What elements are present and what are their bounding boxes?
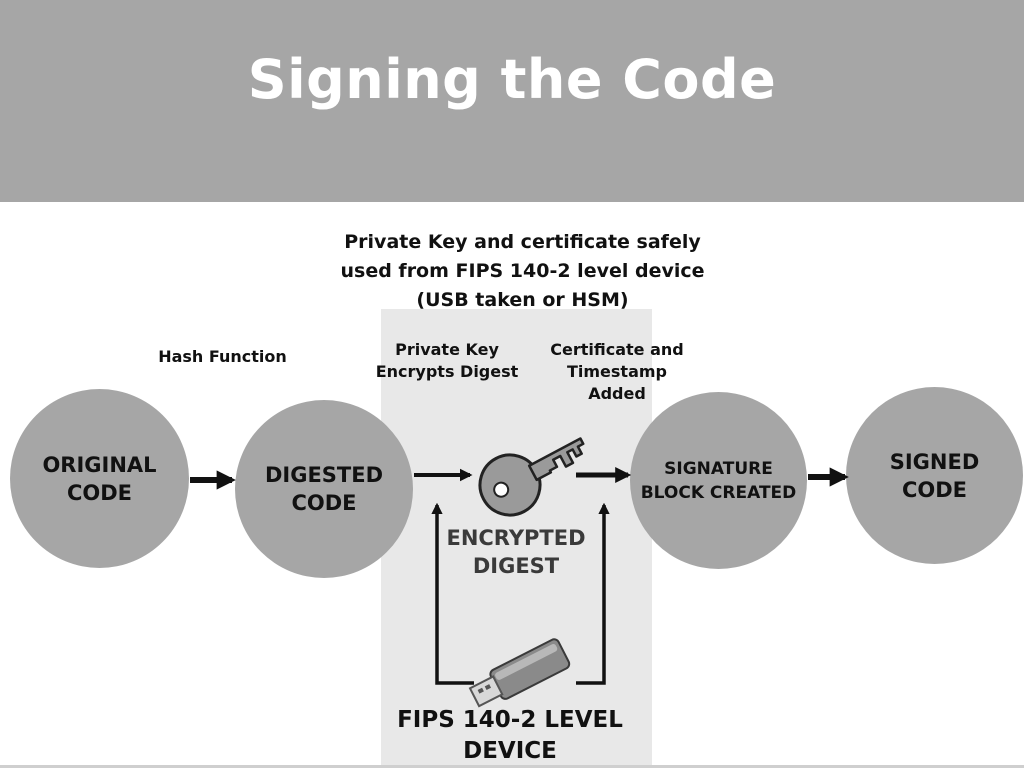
signed-code-node: SIGNED CODE <box>846 387 1023 564</box>
hash-function-label: Hash Function <box>158 347 287 366</box>
digested-code-node: DIGESTED CODE <box>235 400 413 578</box>
signature-block-node: SIGNATURE BLOCK CREATED <box>630 392 807 569</box>
encrypted-digest-label: ENCRYPTED DIGEST <box>446 526 586 578</box>
original-code-text: ORIGINAL CODE <box>42 452 157 505</box>
key-icon <box>478 437 585 517</box>
top-note: Private Key and certificate safely used … <box>340 231 705 311</box>
arrow-device-to-encrypt <box>431 502 474 685</box>
page-title: Signing the Code <box>247 48 777 111</box>
fips-device-label: FIPS 140-2 LEVEL DEVICE <box>397 707 623 764</box>
digested-code-text: DIGESTED CODE <box>264 463 384 515</box>
certificate-timestamp-label: Certificate and Timestamp Added <box>550 340 684 403</box>
bottom-divider <box>0 765 1024 768</box>
signed-code-text: SIGNED CODE <box>889 449 980 502</box>
header-banner <box>0 0 1024 202</box>
original-code-node: ORIGINAL CODE <box>10 389 189 568</box>
arrow-device-to-certificate <box>576 502 610 685</box>
private-key-encrypts-label: Private Key Encrypts Digest <box>375 340 519 381</box>
signature-block-text: SIGNATURE BLOCK CREATED <box>640 458 797 503</box>
usb-drive-icon <box>468 638 571 708</box>
